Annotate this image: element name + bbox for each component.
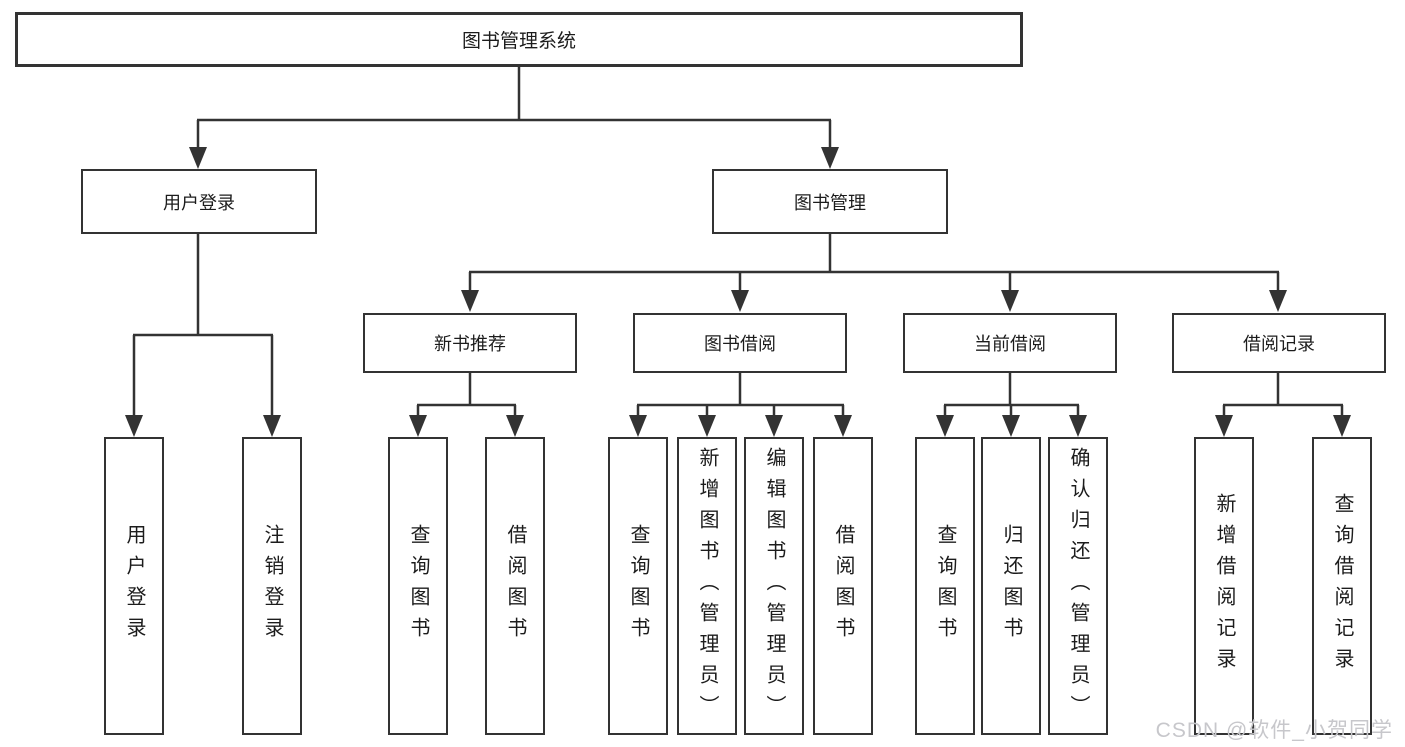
leaf-query-books-borrow: 查询图书 [608, 437, 668, 735]
leaf-query-books-newbook: 查询图书 [388, 437, 448, 735]
leaf-borrow-books-borrow: 借阅图书 [813, 437, 873, 735]
leaf-label: 确认归还（管理员） [1067, 446, 1089, 726]
leaf-query-borrow-record: 查询借阅记录 [1312, 437, 1372, 735]
leaf-edit-book-admin: 编辑图书（管理员） [744, 437, 804, 735]
leaf-logout: 注销登录 [242, 437, 302, 735]
node-book-management-module: 图书管理 [712, 169, 948, 234]
leaf-query-books-current: 查询图书 [915, 437, 975, 735]
leaf-label: 用户登录 [123, 524, 145, 648]
leaf-label: 查询图书 [934, 524, 956, 648]
leaf-add-book-admin: 新增图书（管理员） [677, 437, 737, 735]
leaf-label: 借阅图书 [504, 524, 526, 648]
leaf-label: 查询借阅记录 [1331, 493, 1353, 679]
leaf-label: 新增图书（管理员） [696, 446, 718, 726]
leaf-return-books: 归还图书 [981, 437, 1041, 735]
leaf-label: 注销登录 [261, 524, 283, 648]
leaf-user-login: 用户登录 [104, 437, 164, 735]
node-current-borrowing: 当前借阅 [903, 313, 1117, 373]
node-borrowing-records: 借阅记录 [1172, 313, 1386, 373]
leaf-label: 归还图书 [1000, 524, 1022, 648]
leaf-confirm-return-admin: 确认归还（管理员） [1048, 437, 1108, 735]
node-library-management-system: 图书管理系统 [15, 12, 1023, 67]
leaf-label: 借阅图书 [832, 524, 854, 648]
csdn-watermark: CSDN @软件_小贺同学 [1155, 719, 1393, 742]
leaf-borrow-books-newbook: 借阅图书 [485, 437, 545, 735]
node-user-login-module: 用户登录 [81, 169, 317, 234]
leaf-label: 编辑图书（管理员） [763, 446, 785, 726]
leaf-label: 查询图书 [627, 524, 649, 648]
leaf-add-borrow-record: 新增借阅记录 [1194, 437, 1254, 735]
node-new-book-recommendation: 新书推荐 [363, 313, 577, 373]
leaf-label: 新增借阅记录 [1213, 493, 1235, 679]
leaf-label: 查询图书 [407, 524, 429, 648]
node-book-borrowing: 图书借阅 [633, 313, 847, 373]
